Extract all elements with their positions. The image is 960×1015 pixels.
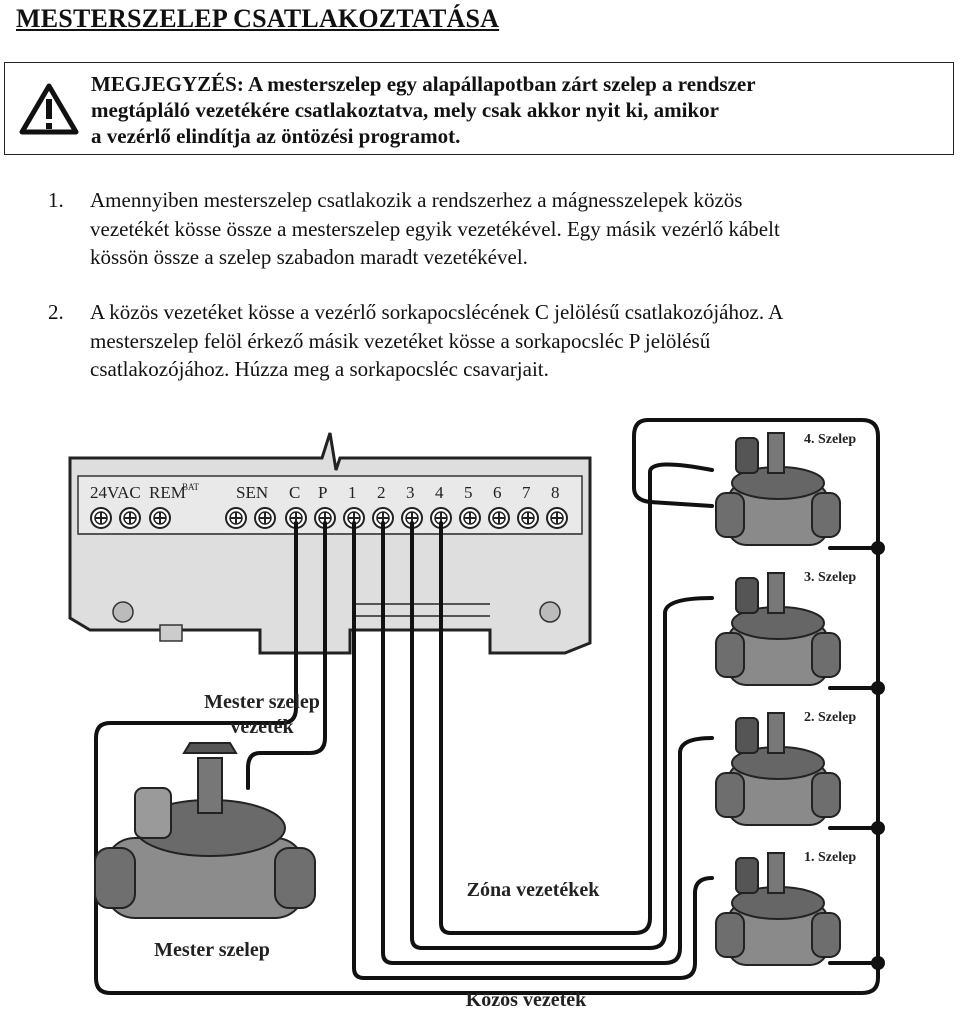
master-valve-wire-label: vezeték xyxy=(230,716,294,738)
zone-wire-2 xyxy=(381,521,714,965)
terminal-label-8: 8 xyxy=(551,483,560,502)
step-line: A közös vezetéket kösse a vezérlő sorkap… xyxy=(90,300,784,324)
note-text: MEGJEGYZÉS: A mesterszelep egy alapállap… xyxy=(91,71,941,149)
terminal-label-p: P xyxy=(318,483,327,502)
step-1: 1. Amennyiben mesterszelep csatlakozik a… xyxy=(48,186,938,272)
terminal-label-5: 5 xyxy=(464,483,473,502)
valve-label-2: 2. Szelep xyxy=(804,710,856,725)
zone-wire-3 xyxy=(410,521,714,950)
terminal-label-2: 2 xyxy=(377,483,386,502)
terminal-screw xyxy=(546,507,568,529)
terminal-screw xyxy=(90,507,112,529)
zone-valves xyxy=(715,432,841,966)
terminal-screw xyxy=(517,507,539,529)
terminal-screw xyxy=(459,507,481,529)
step-number: 2. xyxy=(48,300,64,324)
note-line: MEGJEGYZÉS: A mesterszelep egy alapállap… xyxy=(91,72,756,96)
wiring-diagram: 24VAC REM BAT SEN C P 1 2 3 4 5 6 7 8 xyxy=(68,418,885,1011)
controller-illustration xyxy=(68,432,592,655)
zone-valve xyxy=(715,572,841,686)
valve-label-4: 4. Szelep xyxy=(804,432,856,447)
valve-label-3: 3. Szelep xyxy=(804,570,856,585)
terminal-screw xyxy=(254,507,276,529)
step-line: vezetékét kösse össze a mesterszelep egy… xyxy=(90,216,780,241)
terminal-label-24vac: 24VAC xyxy=(90,483,141,502)
terminal-label-1: 1 xyxy=(348,483,357,502)
zone-wire-4 xyxy=(439,462,714,935)
terminal-label-6: 6 xyxy=(493,483,502,502)
zone-wires-label: Zóna vezetékek xyxy=(467,879,601,901)
warning-icon xyxy=(19,83,79,135)
terminal-screw xyxy=(119,507,141,529)
common-wire-label: Közös vezeték xyxy=(466,989,587,1011)
terminal-label-7: 7 xyxy=(522,483,531,502)
step-line: csatlakozójához. Húzza meg a sorkapocslé… xyxy=(90,357,549,381)
step-2: 2. A közös vezetéket kösse a vezérlő sor… xyxy=(48,298,938,384)
terminal-screw xyxy=(488,507,510,529)
junction-dots xyxy=(871,541,885,970)
master-valve-illustration xyxy=(94,742,316,919)
terminal-screw xyxy=(225,507,247,529)
zone-valve xyxy=(715,432,841,546)
master-valve-wire xyxy=(246,521,327,790)
terminal-label-3: 3 xyxy=(406,483,415,502)
terminal-screws xyxy=(90,507,568,529)
note-line: a vezérlő elindítja az öntözési programo… xyxy=(91,124,461,148)
terminal-label-4: 4 xyxy=(435,483,444,502)
step-line: kössön össze a szelep szabadon maradt ve… xyxy=(90,245,528,269)
terminal-label-sen: SEN xyxy=(236,483,268,502)
zone-valve xyxy=(715,712,841,826)
master-valve-label: Mester szelep xyxy=(154,939,270,961)
valve-label-1: 1. Szelep xyxy=(804,850,856,865)
terminal-label-rem: REM xyxy=(149,483,186,502)
common-wire xyxy=(94,418,880,995)
note-line: megtápláló vezetékére csatlakoztatva, me… xyxy=(91,98,719,122)
terminal-label-bat: BAT xyxy=(182,482,200,492)
zone-valve xyxy=(715,852,841,966)
terminal-label-c: C xyxy=(289,483,300,502)
step-line: mesterszelep felöl érkező másik vezetéke… xyxy=(90,328,711,353)
page-title: MESTERSZELEP CSATLAKOZTATÁSA xyxy=(16,4,500,33)
step-line: Amennyiben mesterszelep csatlakozik a re… xyxy=(90,188,743,212)
note-box: MEGJEGYZÉS: A mesterszelep egy alapállap… xyxy=(4,62,954,155)
step-number: 1. xyxy=(48,188,64,212)
wires xyxy=(94,418,880,995)
terminal-screw xyxy=(149,507,171,529)
zone-wire-1 xyxy=(352,521,714,980)
master-valve-wire-label: Mester szelep xyxy=(204,691,320,713)
